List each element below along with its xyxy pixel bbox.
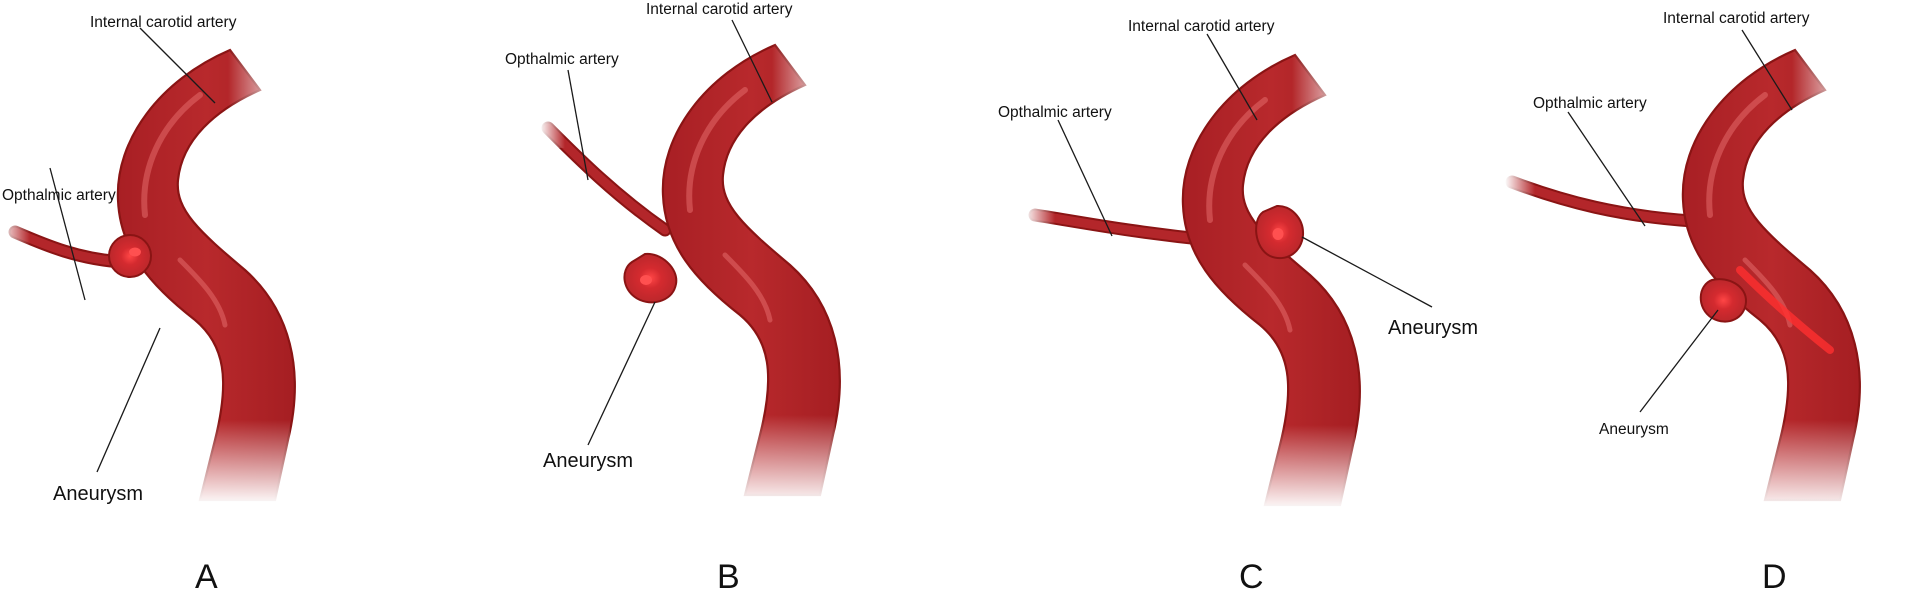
label-internal-carotid-artery: Internal carotid artery (1128, 18, 1275, 35)
panel-letter: C (1239, 558, 1264, 596)
label-aneurysm: Aneurysm (53, 483, 143, 505)
aneurysm-sac (1699, 278, 1748, 323)
label-internal-carotid-artery: Internal carotid artery (646, 1, 793, 18)
label-ophthalmic-artery: Opthalmic artery (998, 104, 1112, 121)
label-internal-carotid-artery: Internal carotid artery (90, 14, 237, 31)
label-aneurysm: Aneurysm (1599, 421, 1669, 438)
panel-d: Internal carotid artery Opthalmic artery… (1505, 10, 1865, 596)
panel-letter: B (717, 558, 740, 596)
label-aneurysm: Aneurysm (1388, 317, 1478, 339)
label-internal-carotid-artery: Internal carotid artery (1663, 10, 1810, 27)
aneurysm-sac (108, 234, 152, 278)
label-ophthalmic-artery: Opthalmic artery (505, 51, 619, 68)
panel-b: Internal carotid artery Opthalmic artery… (505, 1, 840, 596)
panel-letter: A (195, 558, 218, 596)
label-ophthalmic-artery: Opthalmic artery (2, 187, 116, 204)
panel-c: Internal carotid artery Opthalmic artery… (998, 18, 1478, 596)
panel-a: Internal carotid artery Opthalmic artery… (0, 14, 295, 596)
panel-letter: D (1762, 558, 1787, 596)
label-aneurysm: Aneurysm (543, 450, 633, 472)
label-ophthalmic-artery: Opthalmic artery (1533, 95, 1647, 112)
